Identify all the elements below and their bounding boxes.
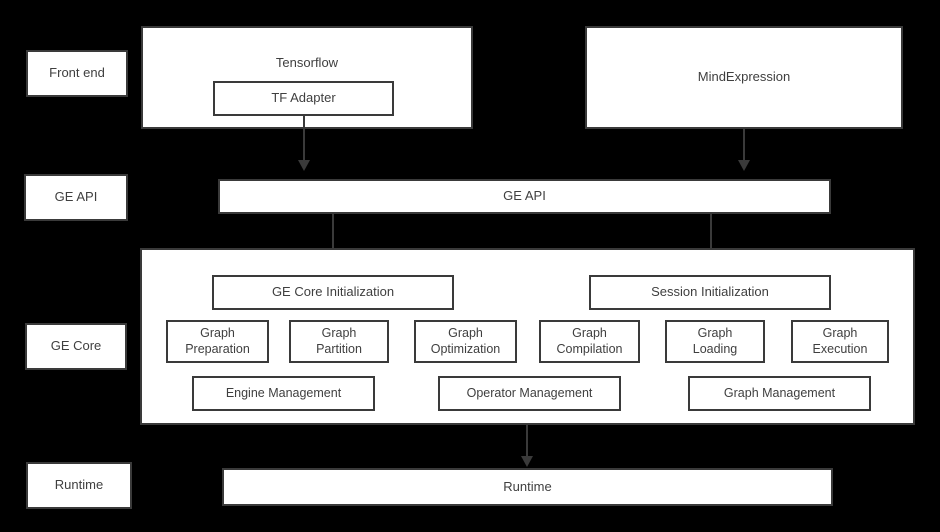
graph-optimization-box: Graph Optimization (414, 320, 517, 363)
connector-ge-api-to-core-init (332, 214, 334, 259)
graph-preparation-box: Graph Preparation (166, 320, 269, 363)
stage-label-ge-core: GE Core (25, 323, 127, 370)
tf-adapter-box: TF Adapter (213, 81, 394, 116)
session-initialization-box: Session Initialization (589, 275, 831, 310)
ge-core-initialization-box: GE Core Initialization (212, 275, 454, 310)
graph-execution-box: Graph Execution (791, 320, 889, 363)
connector-tf-adapter-to-ge-api (303, 116, 305, 162)
mindexpression-box: MindExpression (585, 26, 903, 129)
graph-management-box: Graph Management (688, 376, 871, 411)
runtime-bar: Runtime (222, 468, 833, 506)
connector-mindexpression-to-ge-api (743, 129, 745, 162)
graph-loading-box: Graph Loading (665, 320, 765, 363)
graph-partition-box: Graph Partition (289, 320, 389, 363)
stage-label-runtime: Runtime (26, 462, 132, 509)
connector-ge-api-to-session-init (710, 214, 712, 259)
operator-management-box: Operator Management (438, 376, 621, 411)
arrowhead-mindexpression-to-ge-api (738, 160, 750, 171)
tensorflow-label: Tensorflow (275, 55, 339, 70)
stage-label-front-end: Front end (26, 50, 128, 97)
engine-management-box: Engine Management (192, 376, 375, 411)
connector-ge-core-to-runtime (526, 425, 528, 458)
arrowhead-tf-adapter-to-ge-api (298, 160, 310, 171)
arrowhead-ge-core-to-runtime (521, 456, 533, 467)
graph-compilation-box: Graph Compilation (539, 320, 640, 363)
ge-api-bar: GE API (218, 179, 831, 214)
stage-label-ge-api: GE API (24, 174, 128, 221)
